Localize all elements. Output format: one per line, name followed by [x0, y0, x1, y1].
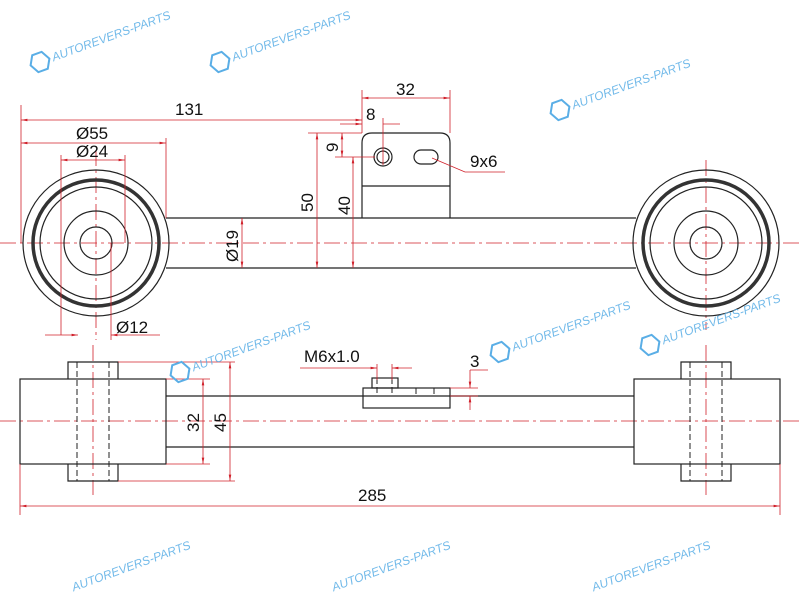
- dim-thread-m6: M6x1.0: [304, 347, 360, 366]
- bar: [166, 217, 636, 269]
- svg-text:AUTOREVERS-PARTS: AUTOREVERS-PARTS: [69, 538, 193, 594]
- svg-text:AUTOREVERS-PARTS: AUTOREVERS-PARTS: [569, 56, 693, 112]
- svg-text:AUTOREVERS-PARTS: AUTOREVERS-PARTS: [49, 8, 173, 64]
- watermark-logo: AUTOREVERS-PARTS: [209, 8, 353, 74]
- right-bushing-eye: [632, 169, 780, 317]
- bar-side: [166, 395, 634, 448]
- svg-text:AUTOREVERS-PARTS: AUTOREVERS-PARTS: [509, 298, 633, 354]
- dim-40: 40: [335, 196, 354, 215]
- dim-8: 8: [366, 105, 375, 124]
- watermark-text: AUTOREVERS-PARTS: [589, 538, 713, 594]
- dim-32-bushing: 32: [184, 413, 203, 432]
- dim-d24: Ø24: [76, 142, 108, 161]
- dim-285: 285: [358, 486, 386, 505]
- dim-45: 45: [211, 413, 230, 432]
- watermark-logo: AUTOREVERS-PARTS: [549, 56, 693, 122]
- svg-text:AUTOREVERS-PARTS: AUTOREVERS-PARTS: [189, 318, 313, 374]
- dim-32-bracket: 32: [396, 80, 415, 99]
- left-bushing-eye: [22, 169, 170, 317]
- watermark-logo: AUTOREVERS-PARTS: [29, 8, 173, 74]
- dim-3: 3: [470, 352, 479, 371]
- dim-d55: Ø55: [76, 124, 108, 143]
- side-view: 32 45 M6x1.0 3 285: [0, 345, 800, 515]
- top-view: 131 Ø55 Ø24 32 8 9 50 40 Ø19 9x6 Ø12: [0, 80, 800, 340]
- left-bushing-side: [19, 378, 167, 465]
- svg-text:AUTOREVERS-PARTS: AUTOREVERS-PARTS: [229, 8, 353, 64]
- dim-131: 131: [175, 100, 203, 119]
- dim-9: 9: [323, 143, 342, 152]
- dim-d12: Ø12: [116, 318, 148, 337]
- dim-slot-9x6: 9x6: [470, 152, 497, 171]
- svg-text:AUTOREVERS-PARTS: AUTOREVERS-PARTS: [329, 538, 453, 594]
- right-bushing-side: [633, 378, 781, 465]
- bracket: [361, 132, 451, 218]
- watermark-logo: AUTOREVERS-PARTS: [169, 318, 313, 384]
- watermark-text: AUTOREVERS-PARTS: [329, 538, 453, 594]
- watermark-logo: AUTOREVERS-PARTS: [489, 298, 633, 364]
- watermark-text: AUTOREVERS-PARTS: [69, 538, 193, 594]
- dim-50: 50: [298, 193, 317, 212]
- svg-text:AUTOREVERS-PARTS: AUTOREVERS-PARTS: [589, 538, 713, 594]
- weld-nut: [362, 377, 451, 409]
- dim-d19: Ø19: [223, 230, 242, 262]
